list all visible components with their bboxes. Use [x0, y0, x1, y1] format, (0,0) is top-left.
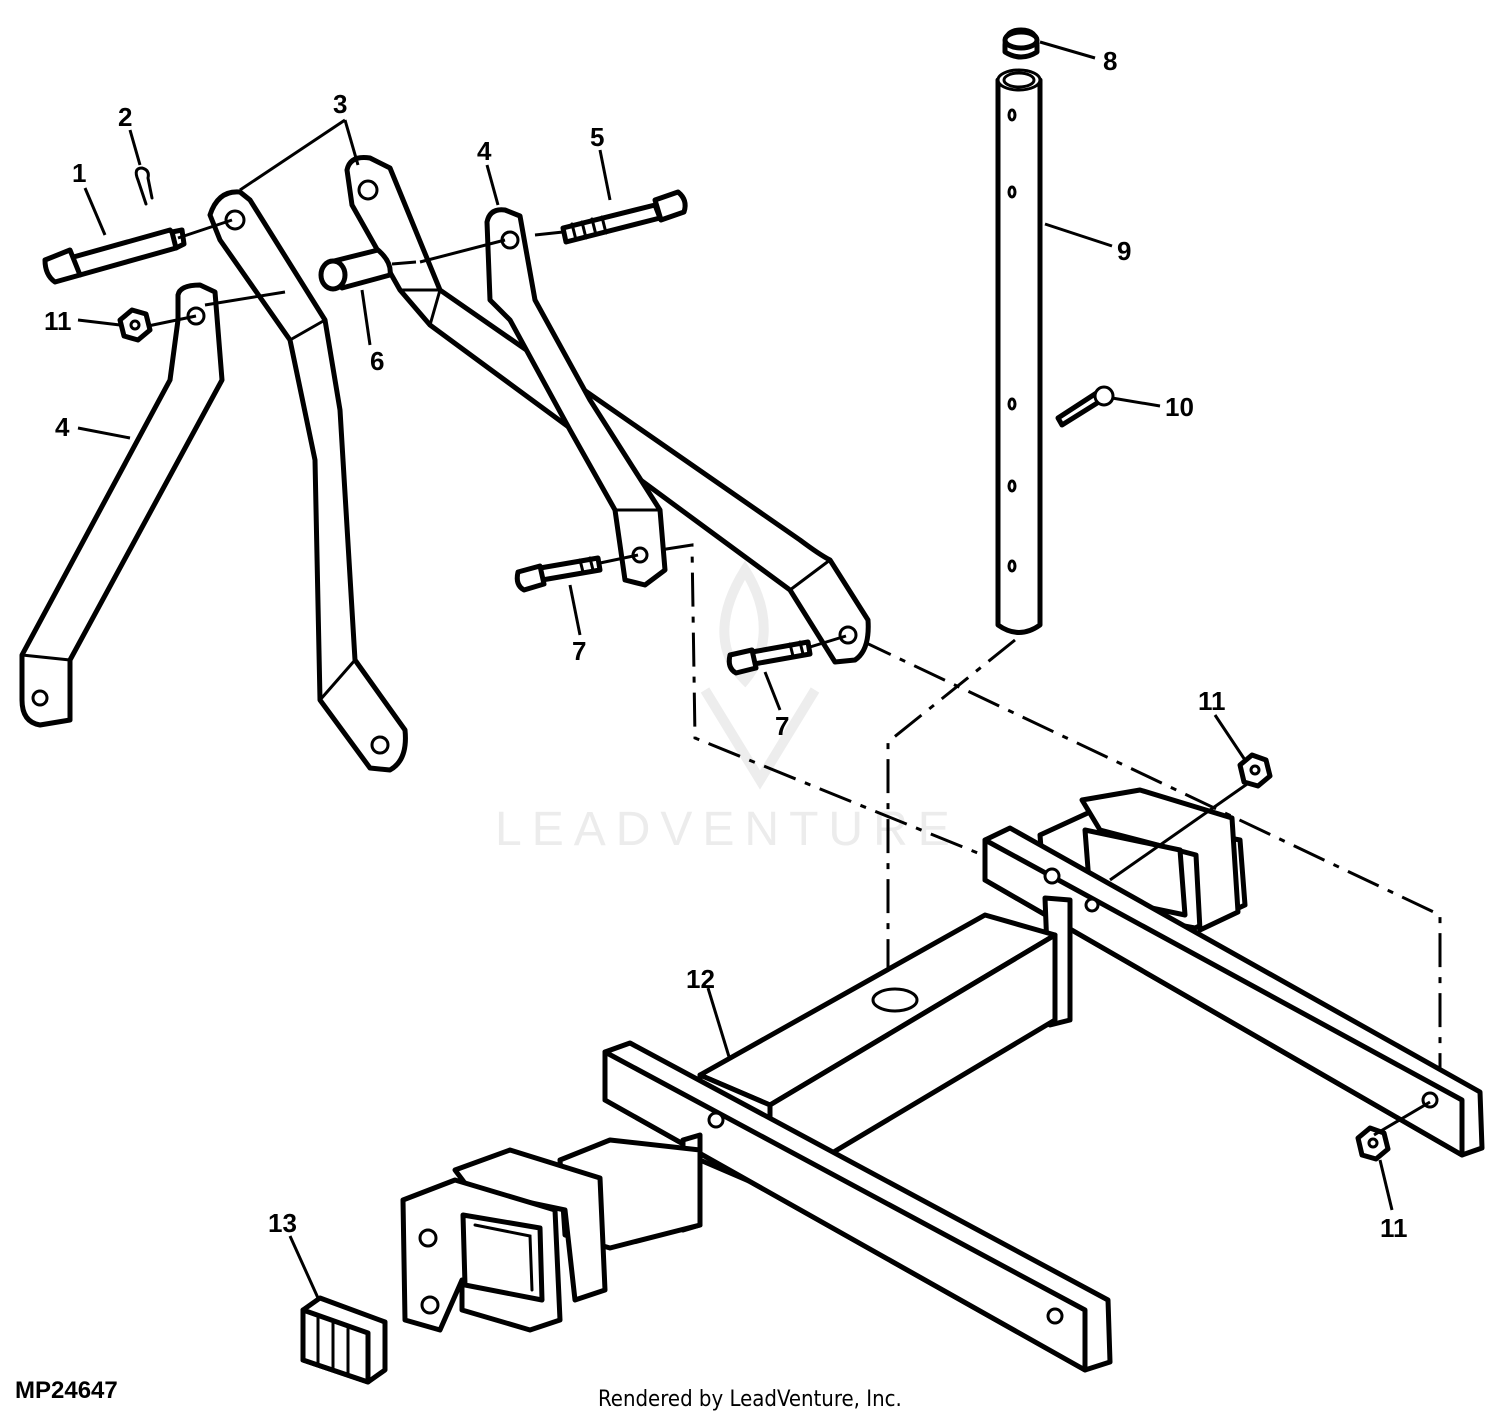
nut-part-11-lower — [1355, 1125, 1391, 1162]
callout-12: 12 — [686, 964, 715, 994]
callout-11-middle: 11 — [1198, 686, 1226, 716]
nut-part-11-upper — [117, 307, 153, 343]
callout-2: 2 — [118, 102, 132, 132]
watermark-text: LEADVENTURE — [495, 803, 960, 856]
callout-1: 1 — [72, 158, 86, 188]
callout-6: 6 — [370, 346, 384, 376]
callout-4-left: 4 — [55, 412, 70, 442]
upper-link-rear-part-3 — [344, 155, 871, 665]
tube-cap-part-8 — [1002, 27, 1040, 60]
callout-10: 10 — [1165, 392, 1194, 422]
callout-9: 9 — [1117, 236, 1131, 266]
callout-7-lower: 7 — [775, 711, 789, 741]
hair-pin-part-2 — [134, 166, 154, 206]
bolt-part-7-upper — [514, 555, 603, 593]
callout-4-right: 4 — [477, 136, 492, 166]
lift-link-right-part-4 — [484, 207, 668, 588]
figure-id: MP24647 — [15, 1377, 118, 1404]
alignment-lines — [147, 218, 1431, 1137]
callout-13: 13 — [268, 1208, 297, 1238]
lift-link-left-part-4 — [19, 282, 225, 728]
bolt-part-5 — [560, 189, 688, 245]
tube-plug-part-13 — [300, 1295, 388, 1385]
lock-pin-part-10 — [1055, 385, 1115, 428]
callout-11-lower: 11 — [1380, 1213, 1408, 1243]
assembly-lines — [659, 543, 1442, 1070]
callout-labels: 1 2 3 4 4 5 6 7 7 8 9 10 11 11 11 12 13 — [44, 46, 1408, 1243]
upper-link-front-part-3 — [207, 189, 408, 773]
pivot-pin-part-1 — [42, 227, 187, 285]
render-credit: Rendered by LeadVenture, Inc. — [598, 1387, 902, 1412]
nut-part-11-middle — [1237, 752, 1273, 789]
callout-3: 3 — [333, 89, 347, 119]
upright-tube-part-9 — [995, 68, 1043, 635]
bolt-part-7-lower — [726, 639, 813, 676]
callout-leaders — [77, 40, 1394, 1299]
watermark-logo — [700, 560, 820, 790]
callout-7-upper: 7 — [572, 636, 586, 666]
spacer-part-6 — [318, 247, 393, 292]
callout-5: 5 — [590, 122, 604, 152]
callout-8: 8 — [1103, 46, 1117, 76]
callout-11-left: 11 — [44, 306, 72, 336]
hitch-frame-part-12 — [400, 787, 1485, 1373]
